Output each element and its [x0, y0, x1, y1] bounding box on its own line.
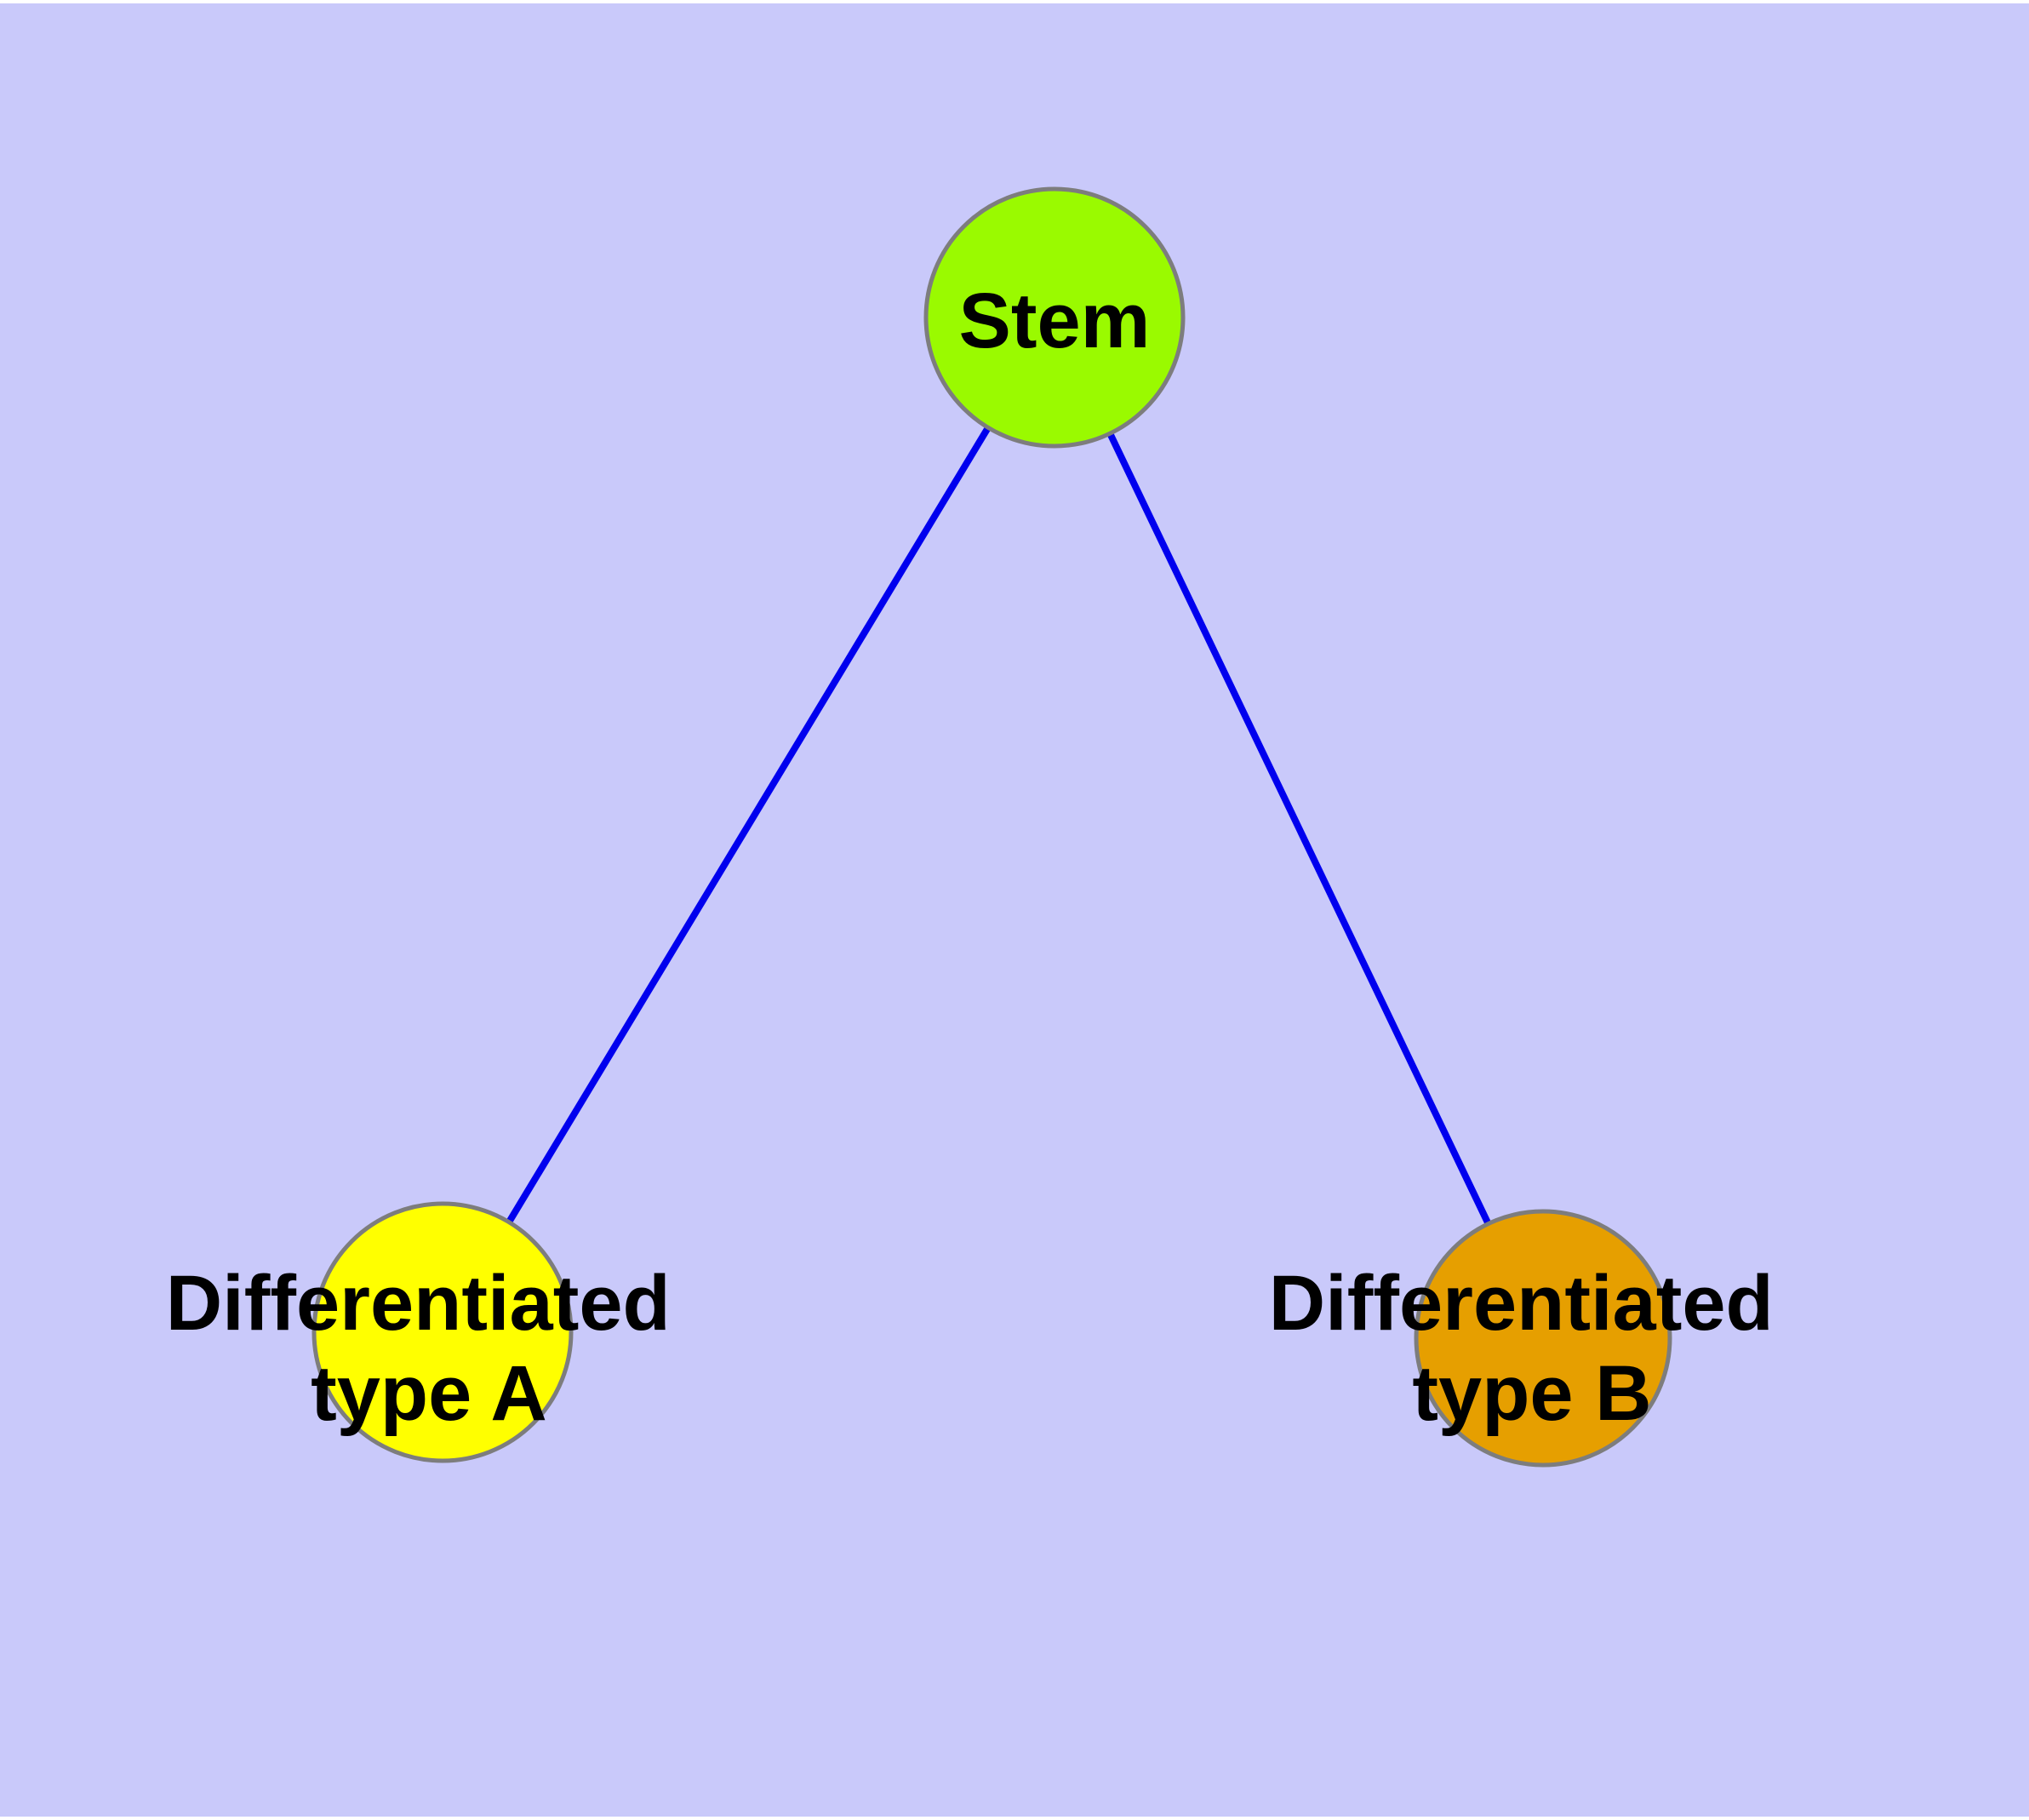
- edge-stem-to-type-a: [439, 315, 1058, 1335]
- node-type-b: [1414, 1209, 1672, 1468]
- node-label-type-a: Differentiated type A: [166, 1260, 693, 1437]
- node-label-type-a-line1: Differentiated: [166, 1260, 671, 1347]
- node-label-type-b: Differentiated type B: [1269, 1260, 1796, 1437]
- node-label-type-b-line2: type B: [1412, 1350, 1651, 1437]
- node-label-type-a-line2: type A: [311, 1350, 547, 1437]
- edge-stem-to-type-b: [1051, 316, 1546, 1340]
- node-label-stem: Stem: [959, 278, 1151, 364]
- node-label-type-b-line1: Differentiated: [1269, 1260, 1774, 1347]
- node-stem: [923, 186, 1186, 449]
- node-type-a: [311, 1201, 574, 1463]
